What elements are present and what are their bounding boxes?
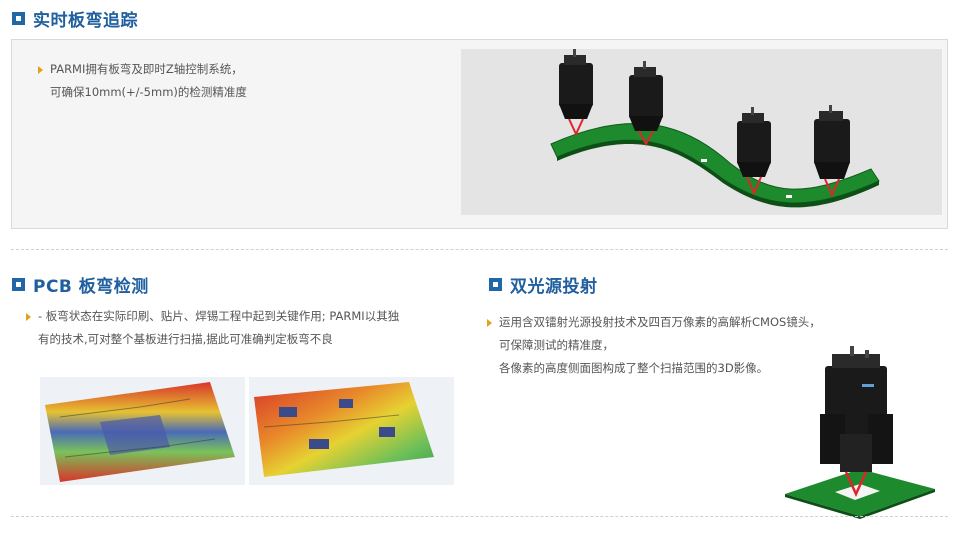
description-line: 可确保10mm(+/-5mm)的检测精准度 (50, 85, 247, 99)
section-square-icon (12, 12, 25, 25)
section-title-pcb-warp: PCB 板弯检测 (12, 272, 149, 297)
section-title-text: 双光源投射 (510, 277, 598, 297)
section-square-icon (489, 278, 502, 291)
warped-board-camera-image (461, 49, 942, 215)
bullet-triangle-icon (38, 65, 43, 74)
bullet-triangle-icon (26, 312, 31, 321)
section-divider-bottom (11, 516, 948, 517)
section-title-board-tracking: 实时板弯追踪 (12, 6, 138, 31)
pcb-warp-description: - 板弯状态在实际印刷、贴片、焊锡工程中起到关键作用; PARMI以其独 有的技… (26, 305, 399, 351)
warp-heatmap-image-1 (40, 377, 245, 485)
board-tracking-description: PARMI拥有板弯及即时Z轴控制系统， 可确保10mm(+/-5mm)的检测精准… (38, 58, 247, 104)
section-title-text: 实时板弯追踪 (33, 11, 138, 31)
dual-light-description: 运用含双镭射光源投射技术及四百万像素的高解析CMOS镜头， 可保障测试的精准度，… (487, 311, 821, 380)
warp-heatmap-image-2 (249, 377, 454, 485)
description-line: 可保障测试的精准度， (499, 338, 614, 352)
section-divider (11, 249, 948, 250)
dual-laser-camera-image (785, 346, 935, 519)
section-title-text: PCB 板弯检测 (33, 277, 149, 297)
section-square-icon (12, 278, 25, 291)
camera-head-3 (737, 107, 771, 196)
camera-head-4 (814, 105, 850, 198)
description-line: 运用含双镭射光源投射技术及四百万像素的高解析CMOS镜头， (487, 311, 821, 334)
description-line: 各像素的高度侧面图构成了整个扫描范围的3D影像。 (499, 361, 769, 375)
description-line: - 板弯状态在实际印刷、贴片、焊锡工程中起到关键作用; PARMI以其独 (26, 305, 399, 328)
bullet-triangle-icon (487, 318, 492, 327)
camera-head-1 (559, 49, 593, 137)
description-line: PARMI拥有板弯及即时Z轴控制系统， (38, 58, 247, 81)
description-line: 有的技术,可对整个基板进行扫描,据此可准确判定板弯不良 (38, 332, 333, 346)
section-title-dual-light: 双光源投射 (489, 272, 598, 297)
camera-head-2 (629, 61, 663, 147)
